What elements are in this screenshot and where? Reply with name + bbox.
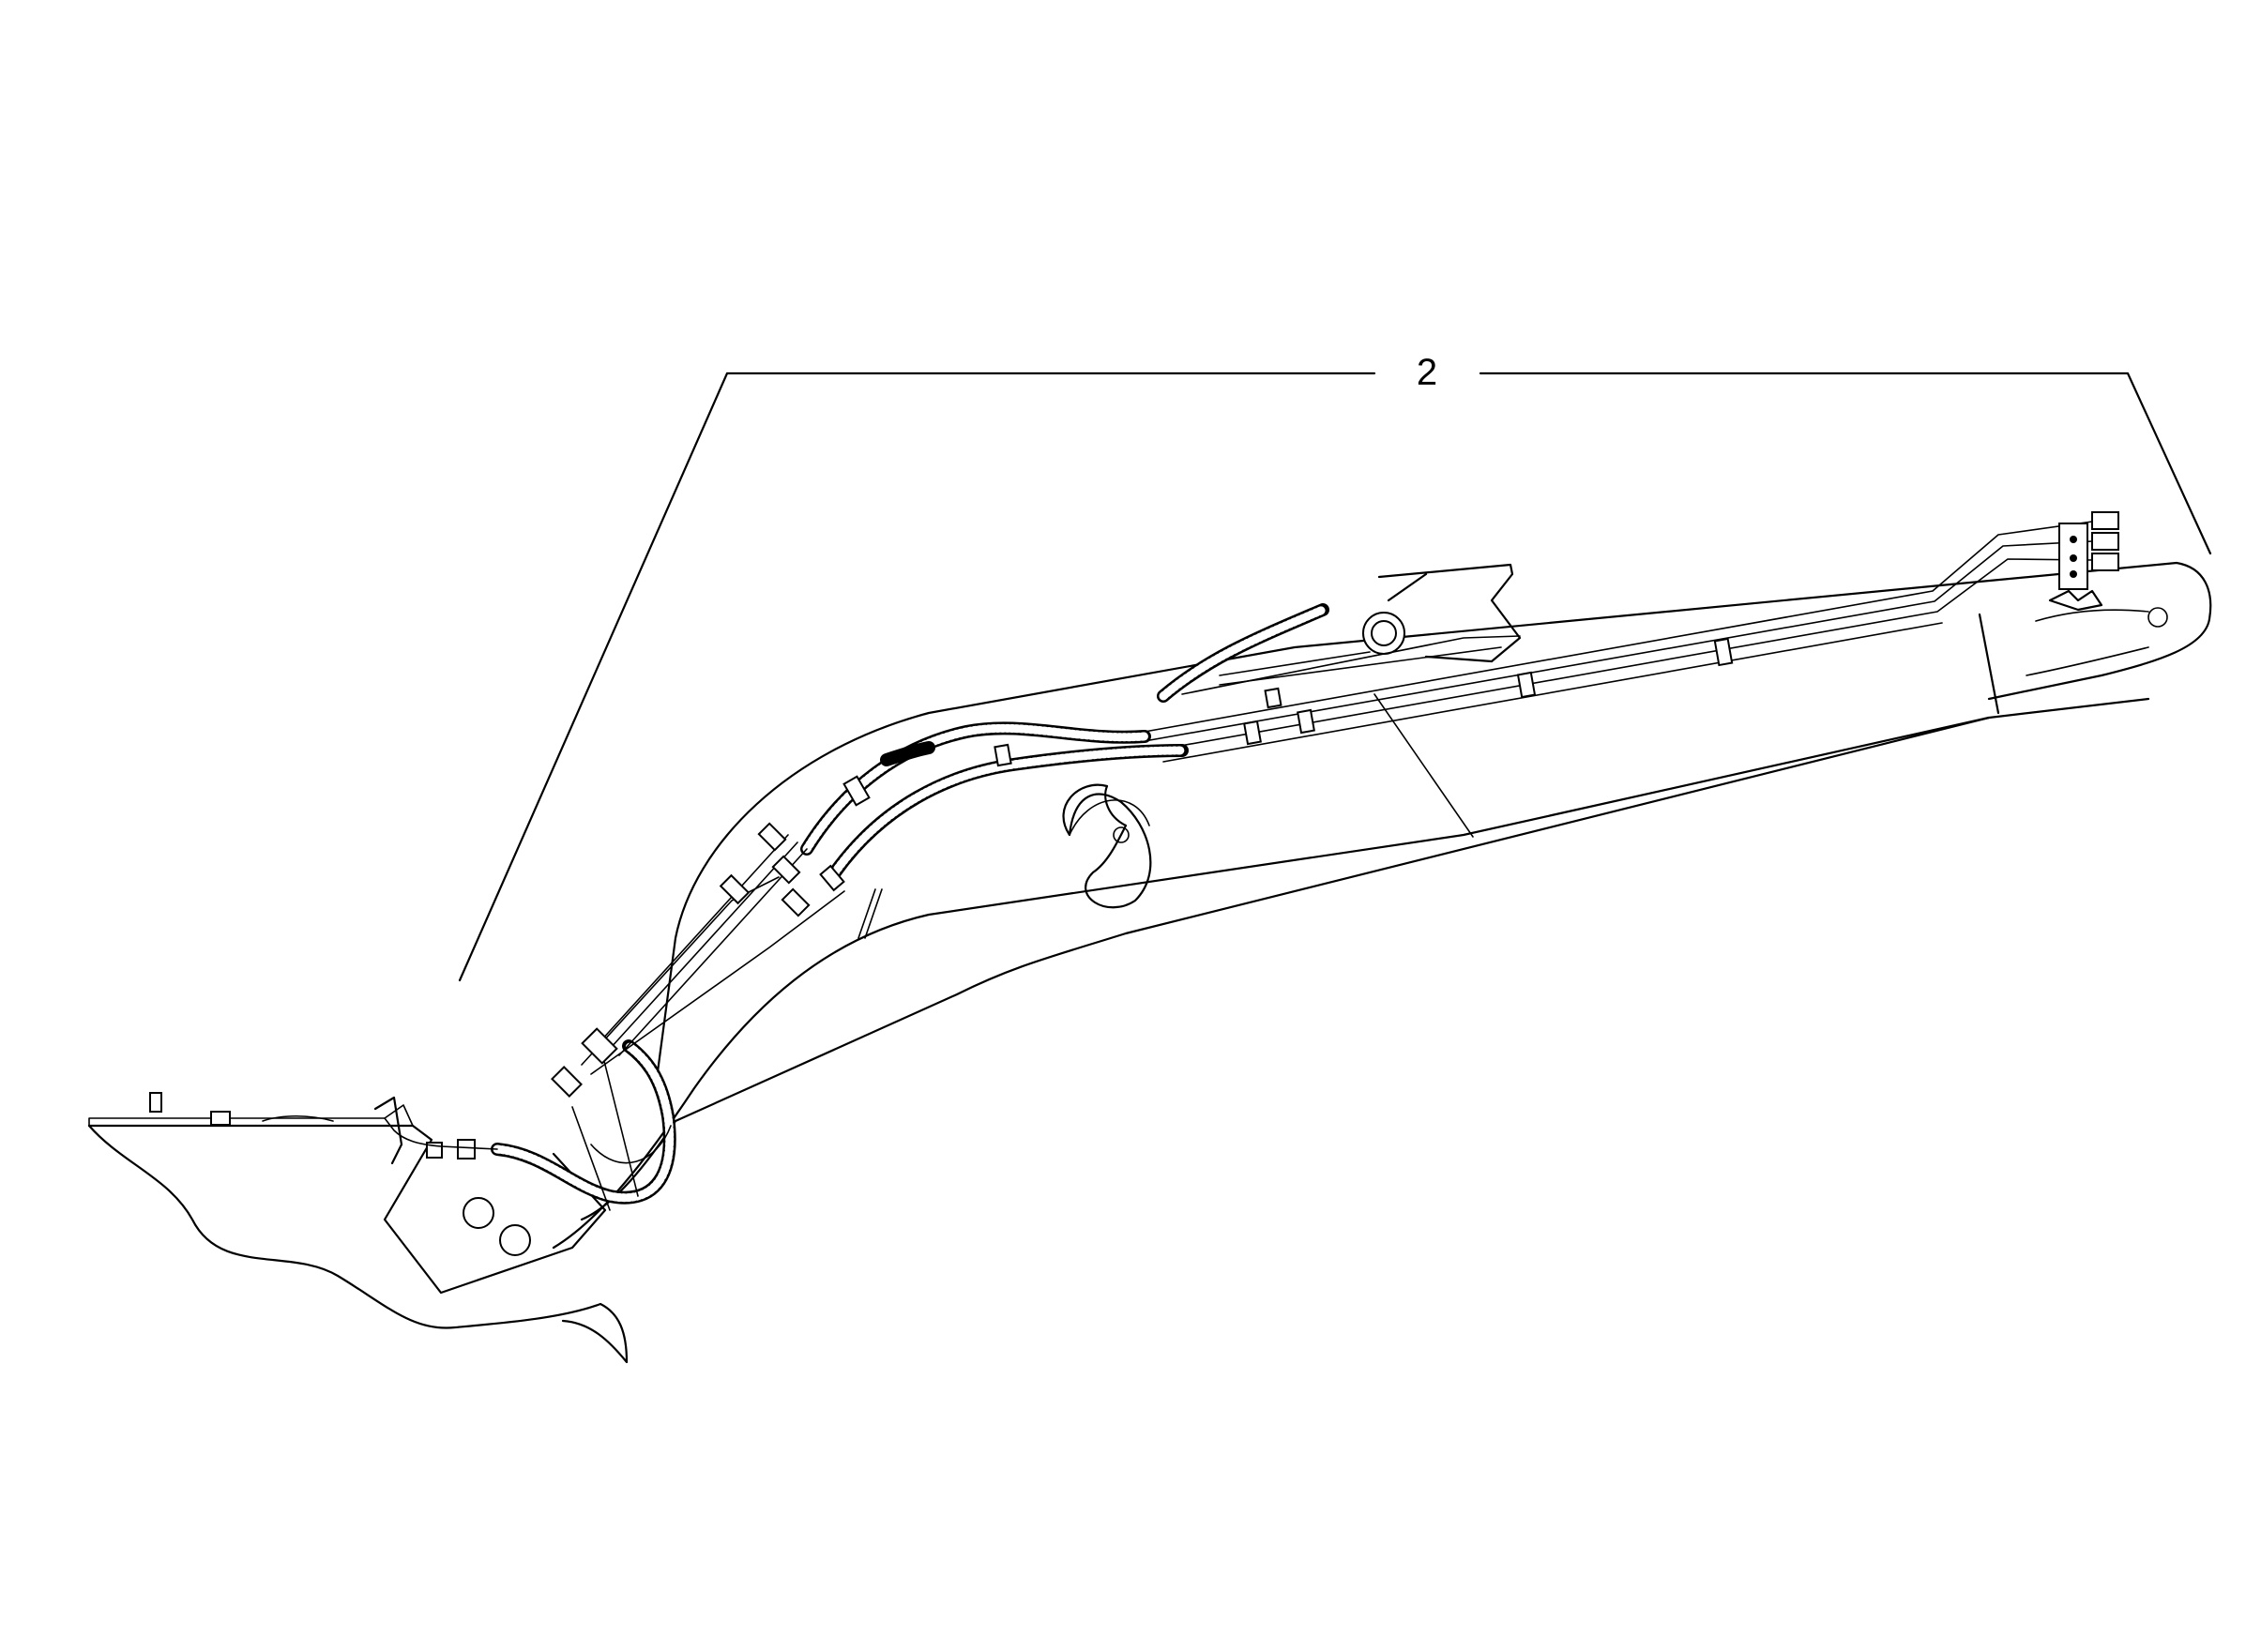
line-end-fitting — [2091, 553, 2119, 571]
frame-fitting — [149, 1092, 162, 1113]
foot-lines — [384, 743, 1012, 1211]
cutaway-disc — [1062, 783, 1152, 909]
steel-lines — [1144, 511, 2119, 838]
boom-body — [552, 561, 2212, 1250]
callout-bracket: 2 — [458, 352, 2212, 982]
line-clamp — [819, 864, 845, 892]
line-end-fitting — [2091, 532, 2119, 551]
callout-label-2: 2 — [1417, 352, 1437, 393]
flexible-hoses — [491, 603, 1329, 1205]
line-clamp — [1264, 687, 1282, 709]
boom-foot-pin-upper — [463, 1197, 494, 1229]
line-clamp — [551, 1066, 583, 1098]
line-clamp — [1516, 671, 1537, 699]
line-clamp — [719, 873, 751, 905]
line-end-fitting — [2091, 511, 2119, 530]
line-clamp — [994, 743, 1012, 767]
line-clamp — [771, 855, 801, 885]
callout-leader-left — [458, 371, 1376, 982]
line-clamp — [1713, 637, 1734, 667]
cylinder-pin-inner — [1371, 620, 1397, 646]
line-clamp — [842, 775, 871, 807]
boom-foot-pin-lower — [499, 1224, 531, 1256]
line-clamp — [1297, 708, 1315, 735]
leader-line — [1373, 693, 1474, 838]
line-clamp — [457, 1139, 476, 1159]
frame-fitting — [210, 1111, 231, 1126]
base-frame — [87, 1092, 629, 1364]
callout-leader-right — [1479, 371, 2212, 555]
line-clamp — [757, 822, 787, 852]
arm-pin-boss — [2147, 607, 2168, 628]
line-clamp — [781, 887, 811, 917]
line-clamp — [581, 1027, 618, 1065]
line-clamp — [1243, 720, 1262, 746]
